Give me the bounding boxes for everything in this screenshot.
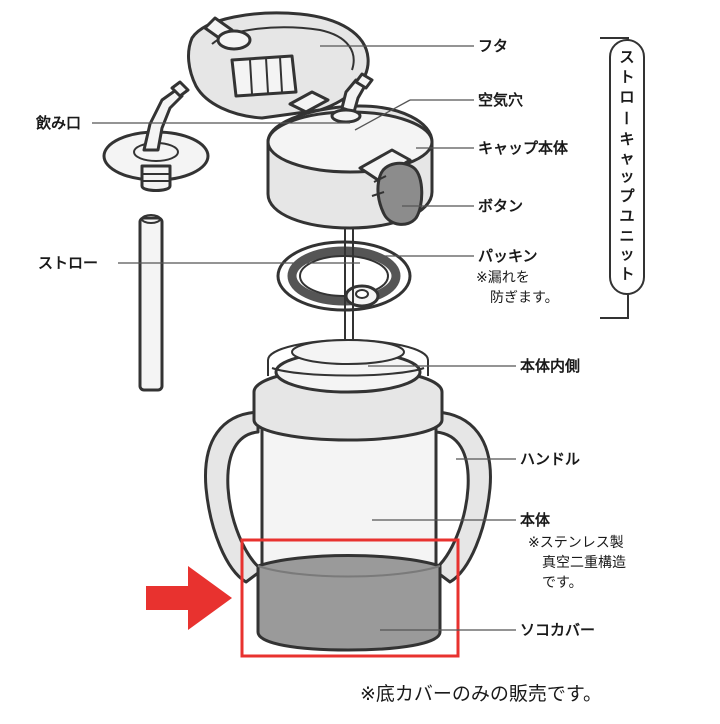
button-part [371,161,424,226]
label-soko-cover: ソコカバー [520,621,595,639]
lid-part [187,11,370,120]
hontai-note-1: ※ステンレス製 [528,535,624,551]
packing-note-1: ※漏れを [476,270,530,286]
packing-note-2: 防ぎます。 [490,290,559,306]
label-handle: ハンドル [520,450,580,468]
unit-char: ロ [619,88,634,106]
cap-body-part [266,72,434,230]
unit-char: ト [619,265,634,283]
highlight-box [240,538,460,658]
footer-note: ※底カバーのみの販売です。 [360,683,602,705]
mug-body-part [203,338,492,650]
hontai-note-3: です。 [542,575,583,591]
unit-vertical-label: ス ト ロ ー キ ャ ッ プ ユ ニ ッ ト [617,48,635,283]
mouthpiece-part [102,80,210,192]
label-straw: ストロー [38,254,98,272]
label-hontai: 本体 [520,511,551,529]
leader-lines [92,45,516,631]
unit-char: ッ [619,245,634,263]
unit-char: ャ [619,149,634,167]
straw-part [138,214,164,392]
label-nomikuchi: 飲み口 [35,114,81,132]
bottom-cover-part [256,554,442,652]
hontai-note-2: 真空二重構造 [542,555,626,571]
unit-char: ー [617,110,635,125]
unit-char: プ [619,187,635,205]
unit-char: ト [619,68,634,86]
unit-char: ス [619,48,634,66]
label-packing: パッキン [478,247,538,265]
label-botan: ボタン [478,197,523,215]
highlight-arrow-icon [146,566,232,630]
label-hontai-uchigawa: 本体内側 [520,357,580,375]
label-futa: フタ [478,37,508,55]
label-cap-hontai: キャップ本体 [478,139,569,157]
label-kuukiana: 空気穴 [478,91,523,109]
unit-char: キ [619,130,634,148]
unit-char: ニ [619,227,634,245]
unit-char: ユ [619,207,634,225]
unit-char: ッ [619,167,634,185]
